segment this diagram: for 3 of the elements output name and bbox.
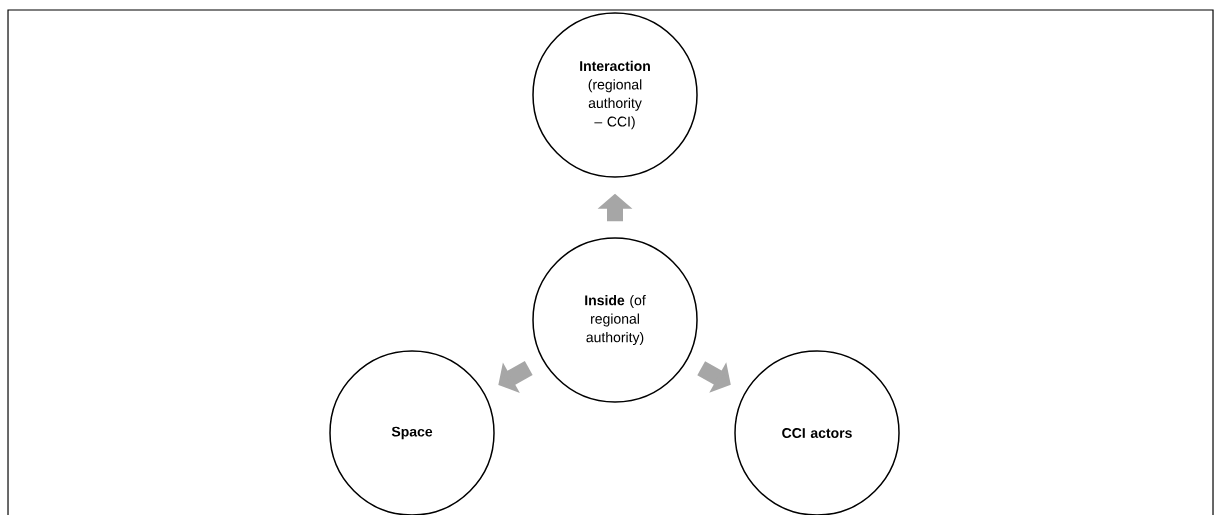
circle-node: Inside (of regional authority) <box>532 237 698 403</box>
circle-node: Interaction (regional authority – CCI) <box>532 12 698 178</box>
block-arrow <box>498 361 533 393</box>
